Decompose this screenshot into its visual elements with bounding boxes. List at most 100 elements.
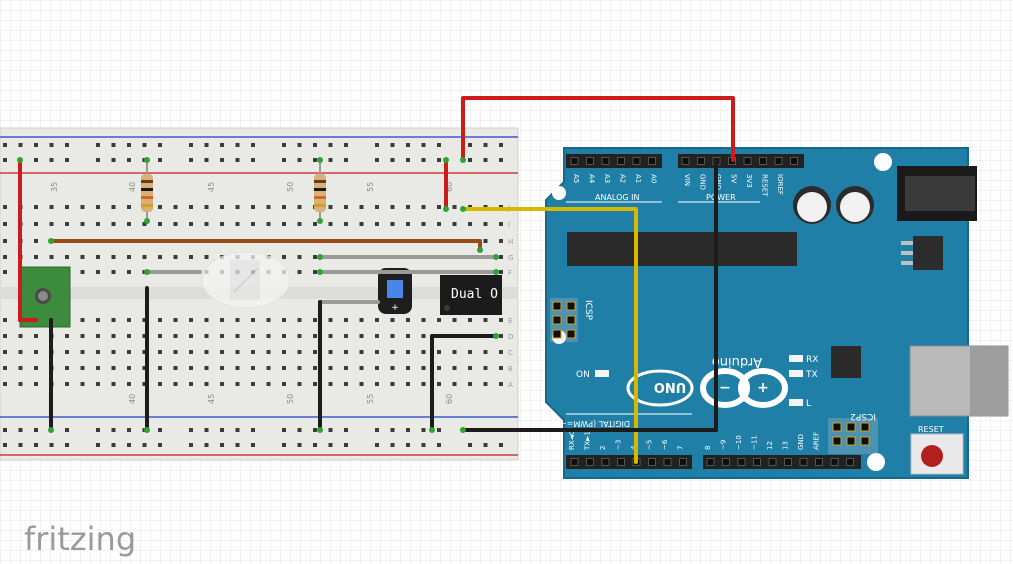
- header-pin[interactable]: [663, 458, 672, 466]
- capacitor-2: [836, 186, 874, 224]
- breadboard-hole: [483, 366, 488, 370]
- rail-hole: [127, 428, 131, 432]
- header-pin[interactable]: [697, 157, 705, 165]
- header-pin[interactable]: [586, 157, 594, 165]
- breadboard-hole: [34, 382, 38, 386]
- rail-hole: [468, 158, 472, 162]
- breadboard-hole: [127, 270, 131, 274]
- breadboard-hole: [406, 366, 410, 370]
- header-pin[interactable]: [601, 157, 610, 165]
- resistor-2[interactable]: [314, 160, 326, 221]
- icsp-pin: [552, 315, 562, 325]
- header-pin[interactable]: [570, 458, 579, 466]
- power-pin-label: IOREF: [776, 174, 784, 195]
- breadboard-hole: [359, 382, 364, 386]
- breadboard-hole: [3, 205, 7, 209]
- breadboard-hole: [173, 350, 178, 354]
- rail-hole: [18, 428, 23, 432]
- header-pin[interactable]: [586, 458, 594, 466]
- header-pin[interactable]: [706, 458, 715, 466]
- rail-hole: [251, 443, 255, 447]
- wire-red-pot[interactable]: [18, 158, 38, 322]
- rail-hole: [375, 443, 379, 447]
- breadboard-hole: [142, 382, 147, 386]
- breadboard-hole: [328, 366, 333, 370]
- breadboard-hole: [297, 205, 302, 209]
- header-pin[interactable]: [784, 458, 792, 466]
- breadboard-hole: [328, 382, 333, 386]
- breadboard-hole: [34, 350, 38, 354]
- breadboard-hole: [65, 350, 69, 354]
- header-pin[interactable]: [601, 458, 610, 466]
- wire-yellow-signal[interactable]: [461, 207, 638, 464]
- analog-pin-label: A3: [603, 174, 611, 183]
- header-pin[interactable]: [648, 157, 656, 165]
- wire-red-5v[interactable]: [461, 96, 735, 162]
- rail-hole: [251, 158, 255, 162]
- header-pin[interactable]: [768, 458, 777, 466]
- breadboard-hole: [220, 222, 224, 226]
- rail-hole: [3, 143, 7, 147]
- header-pin[interactable]: [774, 157, 783, 165]
- header-pin[interactable]: [632, 157, 641, 165]
- breadboard-hole: [173, 366, 178, 370]
- header-pin[interactable]: [753, 458, 761, 466]
- header-pin[interactable]: [815, 458, 823, 466]
- breadboard-hole: [282, 366, 286, 370]
- rail-hole: [96, 443, 100, 447]
- breadboard-hole: [34, 205, 38, 209]
- column-label: 40: [128, 182, 137, 192]
- reset-button[interactable]: [910, 433, 964, 475]
- dual-opamp-chip[interactable]: [440, 275, 502, 315]
- header-pin[interactable]: [830, 458, 839, 466]
- header-pin[interactable]: [743, 157, 752, 165]
- row-label: I: [508, 221, 510, 229]
- mounting-hole: [552, 186, 566, 200]
- breadboard-hole: [220, 350, 224, 354]
- rail-hole: [437, 143, 441, 147]
- breadboard-hole: [158, 222, 162, 226]
- rail-hole: [158, 158, 162, 162]
- header-pin[interactable]: [681, 157, 690, 165]
- breadboard-hole: [328, 205, 333, 209]
- chip-label: Dual O: [451, 287, 498, 302]
- header-pin[interactable]: [679, 458, 687, 466]
- mounting-hole: [874, 153, 892, 171]
- breadboard-hole: [3, 318, 7, 322]
- rail-hole: [297, 443, 302, 447]
- rail-hole: [158, 443, 162, 447]
- row-label: E: [508, 317, 512, 325]
- row-label: A: [508, 381, 513, 389]
- header-pin[interactable]: [790, 157, 798, 165]
- potentiometer[interactable]: [19, 266, 71, 328]
- icsp-pin: [566, 301, 576, 311]
- breadboard-hole: [235, 382, 240, 386]
- header-pin[interactable]: [799, 458, 808, 466]
- header-pin[interactable]: [722, 458, 730, 466]
- breadboard-hole: [344, 222, 348, 226]
- rail-hole: [96, 428, 100, 432]
- wire-black-gnd[interactable]: [461, 158, 718, 432]
- rail-hole: [375, 158, 379, 162]
- breadboard-hole: [220, 334, 224, 338]
- rail-hole: [499, 158, 503, 162]
- rail-hole: [65, 428, 69, 432]
- header-pin[interactable]: [846, 458, 854, 466]
- header-pin[interactable]: [617, 458, 625, 466]
- rail-hole: [34, 143, 38, 147]
- resistor-1[interactable]: [141, 160, 153, 221]
- breadboard-hole: [158, 205, 162, 209]
- header-pin[interactable]: [617, 157, 625, 165]
- header-pin[interactable]: [759, 157, 767, 165]
- breadboard-hole: [189, 334, 193, 338]
- arduino-logo: + −: [626, 368, 788, 408]
- header-pin[interactable]: [737, 458, 746, 466]
- breadboard-hole: [251, 318, 255, 322]
- wire-black-4[interactable]: [430, 334, 498, 432]
- breadboard-hole: [49, 205, 54, 209]
- column-label: 55: [366, 182, 375, 192]
- header-pin[interactable]: [570, 157, 579, 165]
- breadboard-hole: [3, 255, 7, 259]
- header-pin[interactable]: [648, 458, 656, 466]
